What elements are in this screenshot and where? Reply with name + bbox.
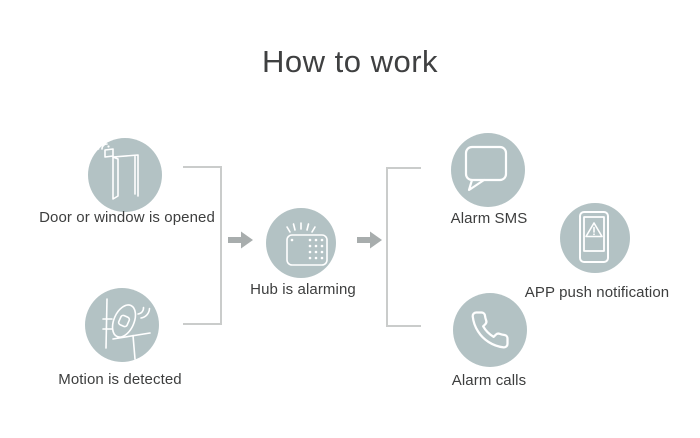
arrow-to-hub-icon	[228, 231, 253, 249]
motion-sensor-icon	[102, 298, 151, 360]
motion-node-label: Motion is detected	[58, 371, 182, 388]
alarm-calls-circle	[453, 293, 527, 367]
hub-circle	[266, 208, 336, 278]
alarm-sms-label: Alarm SMS	[450, 210, 528, 227]
hub-node-label: Hub is alarming	[250, 281, 356, 298]
page-title: How to work	[261, 44, 439, 79]
door-sensor-circle	[88, 138, 162, 212]
motion-sensor-circle	[85, 288, 159, 362]
alarm-calls-label: Alarm calls	[451, 372, 527, 389]
left-bracket-connector	[183, 166, 222, 325]
app-push-circle	[560, 203, 630, 273]
smartphone-warning-icon	[579, 211, 609, 263]
sms-speech-bubble-icon	[464, 145, 508, 192]
app-push-label: APP push notification	[524, 284, 670, 301]
door-node-label: Door or window is opened	[39, 209, 215, 226]
door-open-sensor-icon	[97, 139, 139, 200]
arrow-from-hub-icon	[357, 231, 382, 249]
phone-handset-icon	[471, 311, 509, 349]
right-bracket-connector	[386, 167, 421, 327]
alarm-hub-icon	[286, 222, 328, 266]
alarm-sms-circle	[451, 133, 525, 207]
